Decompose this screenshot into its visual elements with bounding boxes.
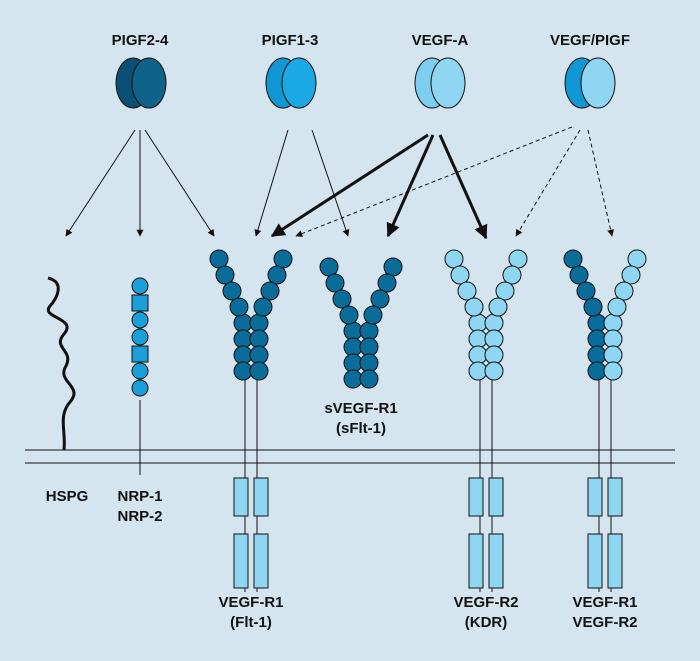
- arrows-vegf-a: [270, 133, 488, 240]
- ligand-label-vegf-a: VEGF-A: [412, 32, 469, 49]
- receptor-label-kdr: (KDR): [465, 614, 508, 631]
- receptor-label-heterodimer-r1: VEGF-R1: [572, 594, 637, 611]
- receptor-label-nrp-1: NRP-1: [117, 488, 162, 505]
- receptor-label-sflt-1: (sFlt-1): [336, 420, 386, 437]
- arrows-pigf2-4: [65, 129, 215, 237]
- ligand-dimer-pigf2-4: [115, 57, 167, 109]
- receptor-label-heterodimer-r2: VEGF-R2: [572, 614, 637, 631]
- receptor-vegf-r1: [209, 249, 293, 592]
- receptor-label-hspg: HSPG: [46, 488, 89, 505]
- receptor-label-flt-1: (Flt-1): [230, 614, 272, 631]
- receptor-label-svegf-r1: sVEGF-R1: [324, 400, 397, 417]
- ligand-label-pigf2-4: PIGF2-4: [112, 32, 169, 49]
- ligand-dimer-vegf-a: [414, 57, 466, 109]
- arrows-pigf1-3: [254, 129, 350, 237]
- arrows-vegf-pigf: [295, 126, 615, 237]
- ligand-label-vegf-pigf: VEGF/PIGF: [550, 32, 630, 49]
- ligand-dimer-pigf1-3: [265, 57, 317, 109]
- receptor-label-nrp-2: NRP-2: [117, 508, 162, 525]
- ligand-dimer-vegf-pigf: [564, 57, 616, 109]
- receptor-vegf-r1-r2: [563, 249, 647, 592]
- hspg-chain: [46, 276, 76, 451]
- receptor-label-vegf-r1: VEGF-R1: [218, 594, 283, 611]
- receptor-label-vegf-r2: VEGF-R2: [453, 594, 518, 611]
- nrp-receptor: [131, 277, 149, 475]
- receptor-svegf-r1: [319, 257, 403, 389]
- receptor-vegf-r2: [444, 249, 528, 592]
- ligand-label-pigf1-3: PIGF1-3: [262, 32, 319, 49]
- cell-membrane: [25, 449, 675, 464]
